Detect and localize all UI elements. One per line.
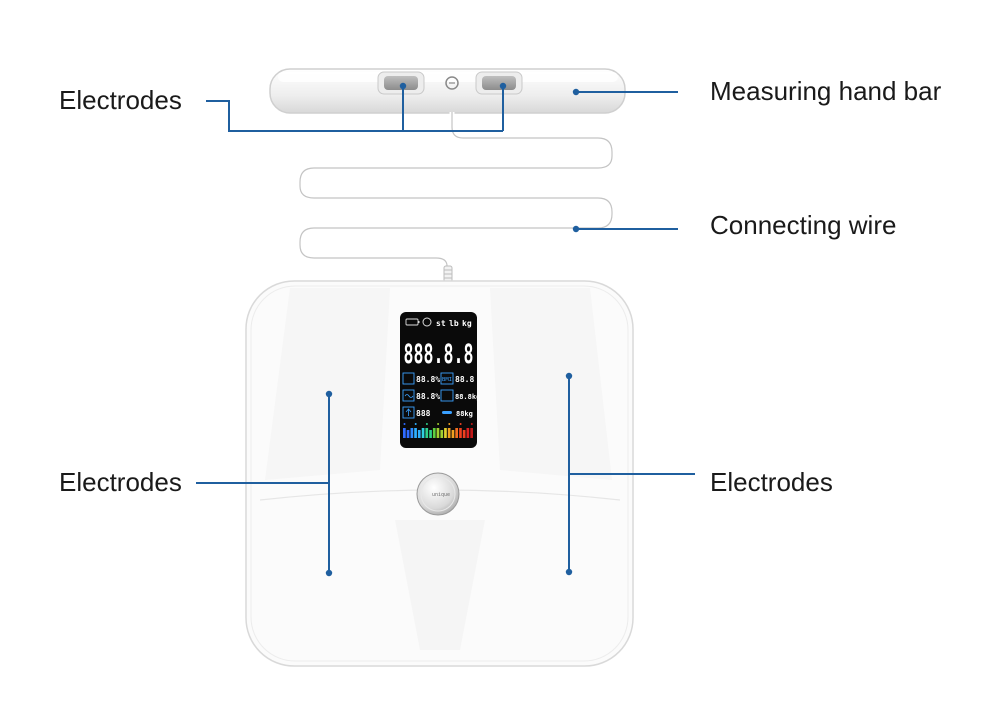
main-weight-digits: 888.8.8 <box>404 339 474 370</box>
level-marker-dot <box>414 423 417 425</box>
bmi-icon <box>440 372 454 385</box>
level-marker-dot <box>403 423 406 425</box>
leader-dots <box>325 82 580 577</box>
button-brand-label: unique <box>432 492 450 498</box>
unit-st: st <box>436 319 446 328</box>
lcd-display: st lb kg 888.8.8 88.8% BMI 88.8 88.8% 88… <box>400 312 480 448</box>
level-bar-segment <box>429 430 432 438</box>
level-marker-dot <box>459 423 462 425</box>
level-marker-dot <box>437 423 440 425</box>
level-bar-segment <box>470 428 473 438</box>
level-bar-segment <box>466 428 470 438</box>
water-value: 88.8% <box>416 392 440 401</box>
level-bar-segment <box>451 430 455 438</box>
label-measuring-hand-bar: Measuring hand bar <box>710 76 942 106</box>
body-fat-value: 88.8% <box>416 375 440 384</box>
label-connecting-wire: Connecting wire <box>710 210 897 240</box>
level-bar-segment <box>414 428 417 438</box>
level-marker-dot <box>470 423 473 425</box>
bmi-icon-label: BMI <box>442 377 452 383</box>
battery-icon <box>405 318 420 326</box>
level-bar-segment <box>462 430 466 438</box>
level-marker-dot <box>425 423 428 425</box>
connecting-wire <box>297 112 615 283</box>
level-bar-segment <box>403 428 406 438</box>
level-bar-segment <box>421 428 425 438</box>
label-electrodes-left: Electrodes <box>59 467 182 497</box>
label-electrodes-top: Electrodes <box>59 85 182 115</box>
level-bar-segment <box>440 430 444 438</box>
hand-bar-logo-icon <box>445 76 459 90</box>
bmi-value: 88.8 <box>455 375 474 384</box>
level-bar-segment <box>447 428 451 438</box>
leader-right-electrodes <box>568 376 695 572</box>
level-bar-segment <box>459 428 462 438</box>
bmr-icon <box>402 406 415 419</box>
level-bar-segment <box>455 428 458 438</box>
level-bar-segment <box>432 428 436 438</box>
unit-kg: kg <box>462 319 472 328</box>
level-bar-segment <box>444 428 447 438</box>
bone-value: 88kg <box>456 410 473 418</box>
hand-bar-electrode-left <box>377 71 425 95</box>
bmr-value: 888 <box>416 409 431 418</box>
leader-top-electrodes <box>206 86 504 132</box>
level-bar-segment <box>425 428 429 438</box>
leader-lines <box>196 86 695 573</box>
label-electrodes-right: Electrodes <box>710 467 833 497</box>
wire-strain-relief <box>443 265 453 283</box>
level-bar-segment <box>410 428 414 438</box>
muscle-icon <box>440 389 454 402</box>
level-bar-segment <box>417 430 421 438</box>
person-icon <box>422 317 432 327</box>
water-icon <box>402 389 415 402</box>
level-bar-segment <box>406 430 410 438</box>
muscle-value: 88.8kg <box>455 393 480 401</box>
level-bar-segment <box>436 428 440 438</box>
bone-icon <box>442 411 452 414</box>
body-fat-icon <box>402 372 415 385</box>
unit-lb: lb <box>449 319 459 328</box>
hand-bar-electrode-right <box>475 71 523 95</box>
level-marker-dot <box>448 423 451 425</box>
leader-left-electrodes <box>196 394 330 573</box>
measuring-hand-bar <box>269 68 626 114</box>
scale-button[interactable]: unique <box>416 472 460 516</box>
level-indicator-bar <box>403 423 473 438</box>
